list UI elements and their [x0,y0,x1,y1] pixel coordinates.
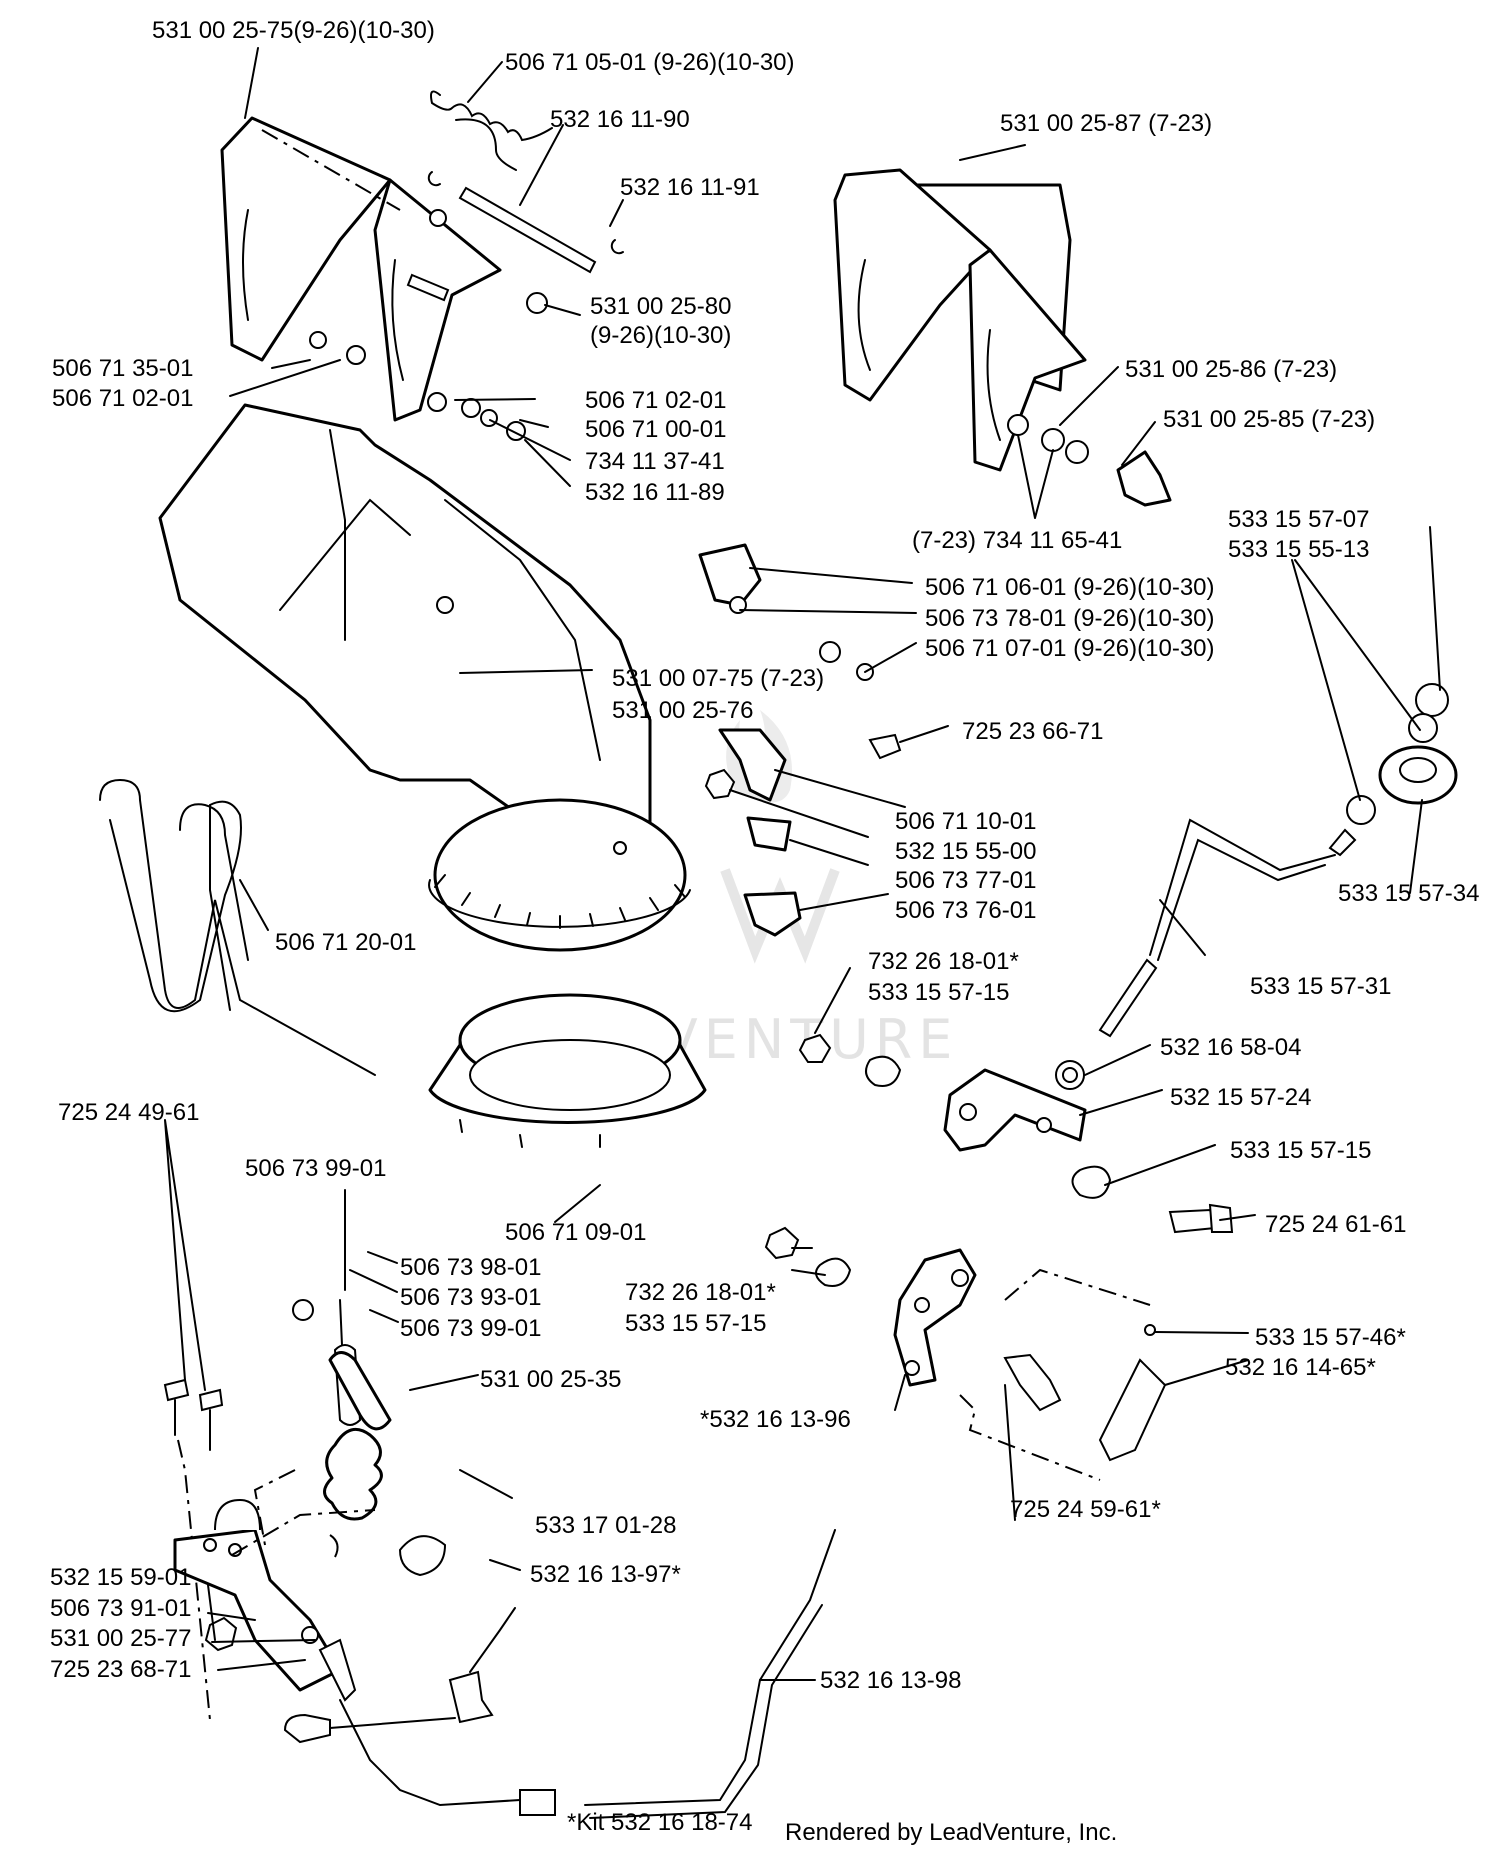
label-725-23-68-71: 725 23 68-71 [50,1656,191,1683]
label-506-71-02-01: 506 71 02-01 [585,387,726,414]
label-734-11-65-41: (7-23) 734 11 65-41 [912,527,1122,554]
label-506-71-05-01: 506 71 05-01 (9-26)(10-30) [505,49,795,76]
label-506-71-20-01: 506 71 20-01 [275,929,416,956]
label-734-11-37-41: 734 11 37-41 [585,448,725,475]
ring-base [428,993,707,1148]
label-533-17-01-28: 533 17 01-28 [535,1512,676,1539]
label-506-73-91-01: 506 73 91-01 [50,1595,191,1622]
label-732-26-18-01-top: 732 26 18-01* [868,948,1019,975]
label-531-00-25-77: 531 00 25-77 [50,1625,191,1652]
shift-lever [764,1226,1167,1481]
render-credit: Rendered by LeadVenture, Inc. [785,1819,1117,1846]
label-533-15-57-46: 533 15 57-46* [1255,1324,1406,1351]
label-532-15-55-00: 532 15 55-00 [895,838,1036,865]
label-531-00-25-75: 531 00 25-75(9-26)(10-30) [152,17,435,44]
kit-note: *Kit 532 16 18-74 [567,1809,752,1836]
label-506-71-09-01: 506 71 09-01 [505,1219,646,1246]
chute-hardware [698,543,902,937]
label-531-00-25-86: 531 00 25-86 (7-23) [1125,356,1337,383]
deflector-right [833,168,1172,507]
discharge-chute [158,403,691,952]
label-506-71-07-01: 506 71 07-01 (9-26)(10-30) [925,635,1215,662]
label-532-16-13-98: 532 16 13-98 [820,1667,961,1694]
label-533-15-57-31: 533 15 57-31 [1250,973,1391,1000]
wire-bracket [99,778,376,1076]
part-labels: 531 00 25-75(9-26)(10-30) 506 71 05-01 (… [50,17,1479,1694]
label-725-24-49-61: 725 24 49-61 [58,1099,199,1126]
label-506-73-76-01: 506 73 76-01 [895,897,1036,924]
label-532-16-13-97: 532 16 13-97* [530,1561,681,1588]
label-532-15-57-24: 532 15 57-24 [1170,1084,1311,1111]
label-533-15-57-07: 533 15 57-07 [1228,506,1369,533]
spring-and-pin [309,90,624,441]
label-531-00-25-80: 531 00 25-80 [590,293,731,320]
label-506-73-99-01-top: 506 73 99-01 [245,1155,386,1182]
label-506-71-02-01-left: 506 71 02-01 [52,385,193,412]
label-533-15-57-15-top: 533 15 57-15 [868,979,1009,1006]
label-531-00-25-87: 531 00 25-87 (7-23) [1000,110,1212,137]
label-506-73-99-01-bottom: 506 73 99-01 [400,1315,541,1342]
label-732-26-18-01-bottom: 732 26 18-01* [625,1279,776,1306]
label-531-00-25-35: 531 00 25-35 [480,1366,621,1393]
label-532-16-11-90: 532 16 11-90 [550,106,690,133]
label-725-24-59-61: 725 24 59-61* [1010,1496,1161,1523]
leader-lines [164,47,1441,1681]
label-506-73-78-01: 506 73 78-01 (9-26)(10-30) [925,605,1215,632]
label-532-16-13-96: *532 16 13-96 [700,1406,851,1433]
label-506-73-98-01: 506 73 98-01 [400,1254,541,1281]
label-531-00-25-76: 531 00 25-76 [612,697,753,724]
label-725-23-66-71: 725 23 66-71 [962,718,1103,745]
label-506-71-06-01: 506 71 06-01 (9-26)(10-30) [925,574,1215,601]
label-531-00-07-75: 531 00 07-75 (7-23) [612,665,824,692]
label-532-16-11-91: 532 16 11-91 [620,174,760,201]
label-506-71-35-01: 506 71 35-01 [52,355,193,382]
label-506-71-10-01: 506 71 10-01 [895,808,1036,835]
label-533-15-55-13: 533 15 55-13 [1228,536,1369,563]
deflector-left [220,116,502,422]
label-531-00-25-80-note: (9-26)(10-30) [590,322,731,349]
label-532-15-59-01: 532 15 59-01 [50,1564,191,1591]
cable [584,1529,836,1819]
label-533-15-57-15-mid: 533 15 57-15 [1230,1137,1371,1164]
cable-bracket [163,1299,556,1816]
label-506-73-77-01: 506 73 77-01 [895,867,1036,894]
label-532-16-11-89: 532 16 11-89 [585,479,725,506]
label-533-15-57-34: 533 15 57-34 [1338,880,1479,907]
label-533-15-57-15-bottom: 533 15 57-15 [625,1310,766,1337]
control-rod [1098,683,1458,1038]
label-506-71-00-01: 506 71 00-01 [585,416,726,443]
label-531-00-25-85: 531 00 25-85 (7-23) [1163,406,1375,433]
label-506-73-93-01: 506 73 93-01 [400,1284,541,1311]
label-725-24-61-61: 725 24 61-61 [1265,1211,1406,1238]
label-532-16-14-65: 532 16 14-65* [1225,1354,1376,1381]
label-532-16-58-04: 532 16 58-04 [1160,1034,1301,1061]
